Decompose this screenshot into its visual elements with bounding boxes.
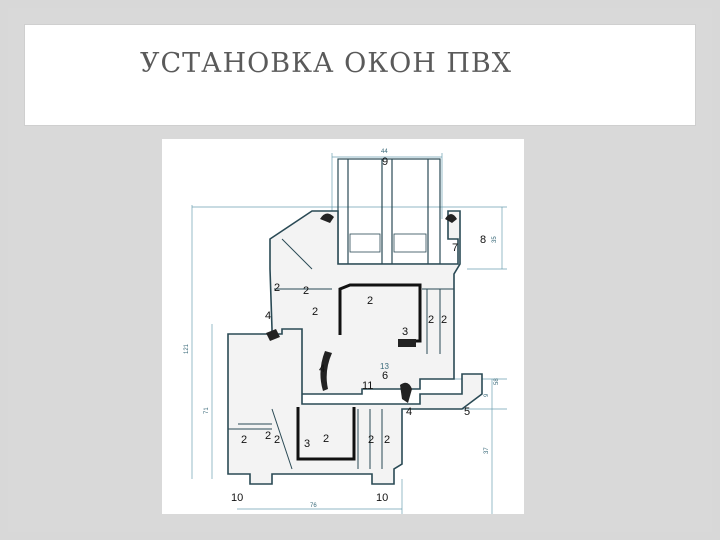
part-label: 4 [265, 310, 271, 322]
part-label: 2 [303, 285, 309, 297]
part-label: 10 [376, 492, 388, 504]
part-label: 5 [464, 406, 470, 418]
part-label: 2 [241, 434, 247, 446]
part-label: 2 [274, 282, 280, 294]
gaskets [266, 213, 457, 403]
frame-profile [227, 328, 483, 485]
part-label: 7 [452, 242, 458, 254]
part-label: 2 [274, 434, 280, 446]
part-label: 10 [231, 492, 243, 504]
part-label: 3 [304, 438, 310, 450]
part-label: 8 [480, 234, 486, 246]
part-label: 2 [323, 433, 329, 445]
glass-unit [337, 158, 441, 265]
part-label: 13 [380, 362, 389, 371]
dimension-labels: 44 35 121 58 9 71 37 76 [184, 149, 500, 509]
dimension-label: 44 [381, 149, 388, 155]
dimension-label: 58 [494, 378, 500, 385]
dimension-label: 121 [184, 343, 190, 354]
dimension-label: 35 [492, 236, 498, 243]
part-label: 2 [384, 434, 390, 446]
part-label: 2 [428, 314, 434, 326]
part-label: 3 [402, 326, 408, 338]
steel-reinforcement [296, 283, 422, 461]
part-label: 4 [406, 406, 412, 418]
part-label: 6 [382, 370, 388, 382]
part-label: 2 [441, 314, 447, 326]
chamber-walls [228, 238, 454, 470]
part-label: 9 [382, 156, 388, 168]
part-label: 2 [367, 295, 373, 307]
dimension-label: 37 [484, 447, 490, 454]
dimension-label: 9 [484, 393, 490, 397]
profile-cross-section: 9 8 7 2 2 2 4 2 3 2 2 4 13 6 11 4 5 2 2 … [184, 149, 507, 514]
dimension-label: 76 [310, 503, 317, 509]
slide-title: УСТАНОВКА ОКОН ПВХ [140, 48, 512, 79]
dimension-label: 71 [204, 407, 210, 414]
part-label: 2 [265, 430, 271, 442]
part-label: 4 [319, 363, 325, 375]
part-label: 2 [312, 306, 318, 318]
part-label: 2 [368, 434, 374, 446]
part-labels: 9 8 7 2 2 2 4 2 3 2 2 4 13 6 11 4 5 2 2 … [231, 156, 486, 504]
window-profile-drawing: 9 8 7 2 2 2 4 2 3 2 2 4 13 6 11 4 5 2 2 … [162, 139, 524, 514]
title-band [24, 24, 696, 126]
part-label: 11 [362, 380, 373, 392]
